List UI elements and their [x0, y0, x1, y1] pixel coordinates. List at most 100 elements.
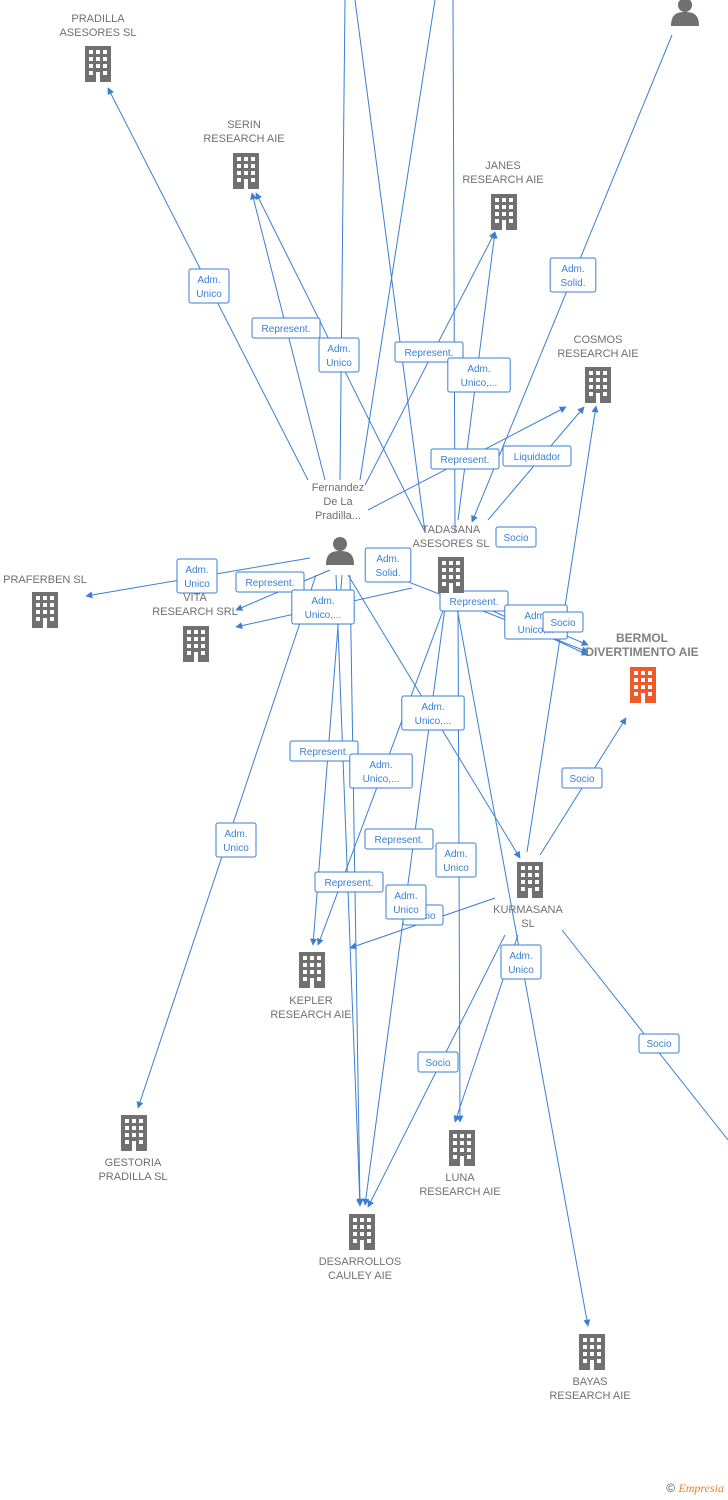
building-icon — [121, 1115, 147, 1151]
edge-label-kurmasana-luna[interactable]: Adm. Unico — [500, 944, 542, 980]
edge-label-fernandez-gestoria[interactable]: Adm. Unico — [215, 822, 257, 858]
edge-label-tadasana-bermol[interactable]: Represent. — [439, 590, 509, 612]
edge-label-tadasana-luna[interactable]: Adm.Unico — [435, 842, 477, 878]
edge-line-offscreen — [339, 0, 346, 481]
node-praferben[interactable]: PRAFERBEN SL — [3, 574, 87, 628]
edge-label-text: Liquidador — [514, 452, 561, 463]
edge-label-tadasana-kepler[interactable]: Adm.Unico,... — [349, 753, 413, 789]
building-icon — [85, 46, 111, 82]
node-label: DESARROLLOS — [319, 1256, 402, 1268]
edge-label-text: Adm. — [369, 760, 392, 771]
edge-label-fernandez-praferben[interactable]: Adm.Unico — [176, 558, 218, 594]
edge-label-text: Adm. — [509, 951, 532, 962]
edge-label-fernandez-desarrollos[interactable]: Represent. — [314, 871, 384, 893]
edge-label-fernandez-cosmos[interactable]: Represent. — [430, 448, 500, 470]
edge-label-box — [439, 590, 509, 612]
edge-label-fernandez-vita[interactable]: Represent. — [235, 571, 305, 593]
edge-label-text: Adm. — [224, 829, 247, 840]
copyright-icon: © — [666, 1481, 676, 1495]
edge-label-kurmasana-desarrollos[interactable]: Socio — [417, 1051, 459, 1073]
node-person_top[interactable] — [671, 0, 699, 26]
edge-label-box — [364, 828, 434, 850]
edge-label-fernandez-kepler[interactable]: Represent. — [289, 740, 359, 762]
edge-label-text: Socio — [425, 1058, 450, 1069]
node-label: CAULEY AIE — [328, 1270, 392, 1282]
edge-label-person_top-tadasana[interactable]: Adm.Solid. — [549, 257, 597, 293]
building-icon — [349, 1214, 375, 1250]
node-label: RESEARCH AIE — [557, 348, 638, 360]
edge-label-tadasana-bayas[interactable]: Socio — [542, 611, 584, 633]
edge-label-tadasana-cosmos[interactable]: Liquidador — [502, 445, 572, 467]
building-icon — [32, 592, 58, 628]
node-vita[interactable]: VITA RESEARCH SRL — [152, 592, 238, 662]
node-cosmos[interactable]: COSMOS RESEARCH AIE — [557, 334, 639, 403]
edge-label-fernandez-kurmasana[interactable]: Adm. Unico,... — [401, 695, 465, 731]
edge-label-text: Represent. — [450, 597, 499, 608]
edge-label-text: Represent. — [325, 878, 374, 889]
edge-label-text: Unico — [223, 843, 249, 854]
edge-label-text: Adm. — [327, 344, 350, 355]
edge-label-text: Unico — [196, 289, 222, 300]
edge-label-fernandez-pradilla[interactable]: Adm.Unico — [188, 268, 230, 304]
edge-label-box — [447, 357, 511, 393]
edge-label-box — [495, 526, 537, 548]
edge-label-text: Unico — [326, 358, 352, 369]
node-label: RESEARCH AIE — [270, 1009, 351, 1021]
edge-label-text: Socio — [569, 774, 594, 785]
node-label: SERIN — [227, 119, 261, 131]
edge-label-fernandez-janes[interactable]: Represent. — [394, 341, 464, 363]
building-icon — [233, 153, 259, 189]
edge-label-text: Unico — [393, 905, 419, 916]
edge-label-tadasana-vita[interactable]: Adm.Unico,... — [291, 589, 355, 625]
edge-label-text: Unico,... — [415, 716, 452, 727]
edge-label-offscreen[interactable]: Socio — [638, 1033, 680, 1054]
edge-label-box — [549, 257, 597, 293]
node-label: RESEARCH SRL — [152, 606, 238, 618]
edge-label-text: Represent. — [300, 747, 349, 758]
edge-label-text: Adm. — [524, 611, 547, 622]
building-icon — [438, 557, 464, 593]
edge-label-text: Solid. — [375, 568, 400, 579]
edge-label-fernandez-luna[interactable]: Represent. — [364, 828, 434, 850]
building-icon — [579, 1334, 605, 1370]
edge-label-tadasana-desarrollos[interactable]: Adm.Unico — [385, 884, 427, 920]
edge-label-box — [289, 740, 359, 762]
node-label: COSMOS — [574, 334, 623, 346]
edge-label-box — [291, 589, 355, 625]
edge-label-box — [349, 753, 413, 789]
edge-label-text: Adm. — [185, 565, 208, 576]
edge-label-fernandez-bermol[interactable]: Adm.Solid. — [364, 547, 412, 583]
edge-label-box — [215, 822, 257, 858]
edge-label-tadasana-serin[interactable]: Adm. Unico — [318, 337, 360, 373]
building-icon — [630, 667, 656, 703]
edge-label-text: Unico — [508, 965, 534, 976]
edge-label-box — [314, 871, 384, 893]
edge-label-kurmasana-cosmos[interactable]: Socio — [495, 526, 537, 548]
edge-line-offscreen — [359, 0, 436, 481]
edge-label-text: Represent. — [405, 348, 454, 359]
edge-label-text: Adm. — [421, 702, 444, 713]
edge-label-tadasana-janes[interactable]: Adm.Unico,... — [447, 357, 511, 393]
edge-labels-layer: SocioAdm.UnicoRepresent.Adm.UnicoReprese… — [176, 257, 680, 1073]
edge-label-text: Represent. — [246, 578, 295, 589]
edge-label-box — [638, 1033, 680, 1054]
person-icon — [671, 0, 699, 26]
node-desarrollos[interactable]: DESARROLLOS CAULEY AIE — [319, 1214, 402, 1282]
node-label: GESTORIA — [105, 1157, 162, 1169]
node-label: VITA — [183, 592, 207, 604]
edge-label-text: Adm. — [444, 849, 467, 860]
node-label: RESEARCH AIE — [462, 174, 543, 186]
edge-label-kurmasana-bermol[interactable]: Socio — [561, 767, 603, 789]
edge-label-fernandez-serin[interactable]: Represent. — [251, 317, 321, 339]
